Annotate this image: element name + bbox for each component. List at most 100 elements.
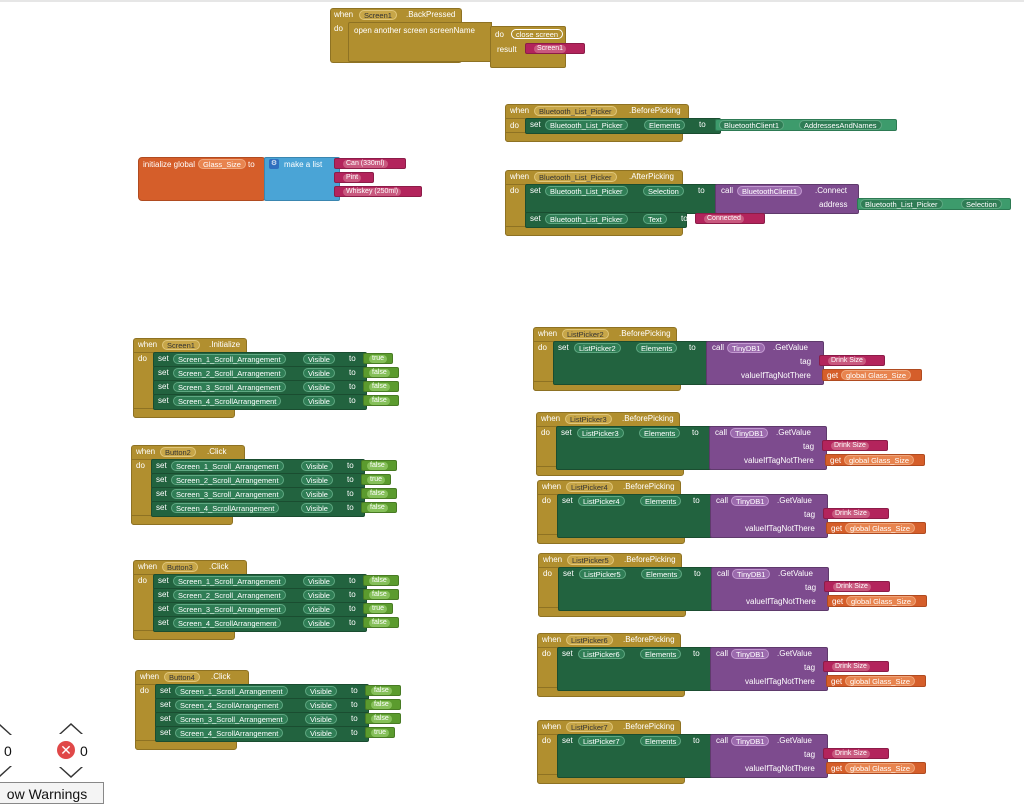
boolean-value[interactable]: true [371, 729, 390, 737]
string-block[interactable]: Drink Size [824, 581, 890, 592]
boolean-block[interactable]: false [365, 685, 401, 696]
block-initialize-global[interactable]: initialize global Glass_Size to ⚙ make a… [138, 157, 428, 201]
target-dropdown[interactable]: ListPicker5 [579, 569, 626, 579]
db-dropdown[interactable]: TinyDB1 [731, 496, 770, 506]
error-next-arrow-icon[interactable] [59, 767, 83, 778]
property-dropdown[interactable]: Visible [303, 396, 335, 406]
property-dropdown[interactable]: Visible [305, 728, 337, 738]
boolean-value[interactable]: false [369, 397, 390, 405]
boolean-value[interactable]: true [369, 605, 388, 613]
boolean-value[interactable]: false [369, 383, 390, 391]
boolean-value[interactable]: false [369, 369, 390, 377]
target-dropdown[interactable]: Screen_4_ScrollArrangement [171, 503, 280, 513]
show-warnings-button[interactable]: ow Warnings [0, 782, 104, 804]
string-value[interactable]: Drink Size [828, 357, 866, 365]
boolean-value[interactable]: false [369, 619, 390, 627]
open-another-screen-block[interactable] [348, 22, 492, 62]
list-item-string[interactable]: Can (330ml) [334, 158, 406, 169]
target-dropdown[interactable]: Screen_2_Scroll_Arrangement [173, 368, 286, 378]
boolean-value[interactable]: false [369, 591, 390, 599]
component-dropdown[interactable]: Screen1 [162, 340, 200, 350]
target-dropdown[interactable]: ListPicker6 [578, 649, 625, 659]
call-getvalue-block[interactable] [710, 494, 828, 538]
call-getvalue-block[interactable] [710, 647, 828, 691]
boolean-block[interactable]: false [365, 699, 401, 710]
boolean-block[interactable]: true [363, 353, 393, 364]
address-prop-dropdown[interactable]: Selection [961, 199, 1002, 209]
source-dropdown[interactable]: BluetoothClient1 [719, 120, 785, 130]
variable-dropdown[interactable]: global Glass_Size [841, 370, 912, 380]
address-component-dropdown[interactable]: Bluetooth_List_Picker [860, 199, 943, 209]
target-dropdown[interactable]: Screen_4_ScrollArrangement [173, 396, 282, 406]
property-dropdown[interactable]: Visible [301, 475, 333, 485]
target-dropdown[interactable]: Screen_4_ScrollArrangement [175, 700, 284, 710]
call-getvalue-block[interactable] [709, 426, 827, 470]
warning-prev-arrow-icon[interactable] [0, 724, 12, 735]
target-dropdown[interactable]: Screen_3_Scroll_Arrangement [173, 382, 286, 392]
boolean-value[interactable]: false [367, 504, 388, 512]
boolean-block[interactable]: true [365, 727, 395, 738]
property-dropdown[interactable]: Elements [639, 428, 681, 438]
db-dropdown[interactable]: TinyDB1 [731, 649, 770, 659]
list-item-value[interactable]: Pint [343, 174, 362, 182]
boolean-value[interactable]: false [367, 490, 388, 498]
string-value[interactable]: Drink Size [833, 583, 871, 591]
call-getvalue-block[interactable] [710, 734, 828, 778]
target-dropdown[interactable]: Screen_1_Scroll_Arrangement [173, 576, 286, 586]
target-dropdown[interactable]: Screen_3_Scroll_Arrangement [171, 489, 284, 499]
list-item-value[interactable]: Whiskey (250ml) [343, 188, 402, 196]
target-dropdown[interactable]: Screen_2_Scroll_Arrangement [173, 590, 286, 600]
string-value[interactable]: Screen1 [534, 45, 567, 53]
target-dropdown[interactable]: Screen_1_Scroll_Arrangement [175, 686, 288, 696]
property-dropdown[interactable]: Elements [641, 569, 683, 579]
warning-next-arrow-icon[interactable] [0, 766, 12, 777]
boolean-block[interactable]: false [363, 381, 399, 392]
db-dropdown[interactable]: TinyDB1 [731, 736, 770, 746]
boolean-value[interactable]: false [371, 701, 392, 709]
string-block[interactable]: Drink Size [823, 661, 889, 672]
property-dropdown[interactable]: Visible [301, 461, 333, 471]
error-prev-arrow-icon[interactable] [59, 723, 83, 734]
variable-dropdown[interactable]: global Glass_Size [845, 676, 916, 686]
boolean-value[interactable]: true [369, 355, 388, 363]
target-dropdown[interactable]: Screen_3_Scroll_Arrangement [173, 604, 286, 614]
target-dropdown[interactable]: ListPicker4 [578, 496, 625, 506]
boolean-block[interactable]: false [363, 367, 399, 378]
component-dropdown[interactable]: Bluetooth_List_Picker [534, 106, 617, 116]
call-getvalue-block[interactable] [706, 341, 824, 385]
property-dropdown[interactable]: Visible [301, 503, 333, 513]
target-dropdown[interactable]: Screen_1_Scroll_Arrangement [173, 354, 286, 364]
target-dropdown[interactable]: Bluetooth_List_Picker [545, 120, 628, 130]
target-dropdown[interactable]: Screen_3_Scroll_Arrangement [175, 714, 288, 724]
list-item-string[interactable]: Whiskey (250ml) [334, 186, 422, 197]
boolean-block[interactable]: false [361, 488, 397, 499]
db-dropdown[interactable]: TinyDB1 [732, 569, 771, 579]
block-bt-beforepicking[interactable]: when Bluetooth_List_Picker .BeforePickin… [505, 104, 900, 142]
component-dropdown[interactable]: ListPicker2 [562, 329, 609, 339]
boolean-block[interactable]: false [365, 713, 401, 724]
component-dropdown[interactable]: ListPicker7 [566, 722, 613, 732]
boolean-value[interactable]: false [367, 462, 388, 470]
string-value[interactable]: Drink Size [832, 663, 870, 671]
boolean-value[interactable]: false [371, 687, 392, 695]
target-dropdown[interactable]: Bluetooth_List_Picker [545, 186, 628, 196]
target-dropdown[interactable]: Screen_2_Scroll_Arrangement [171, 475, 284, 485]
string-value[interactable]: Drink Size [832, 750, 870, 758]
component-dropdown[interactable]: ListPicker4 [566, 482, 613, 492]
target-dropdown[interactable]: ListPicker3 [577, 428, 624, 438]
property-dropdown[interactable]: Visible [305, 714, 337, 724]
property-dropdown[interactable]: Selection [643, 186, 684, 196]
boolean-value[interactable]: false [371, 715, 392, 723]
string-value[interactable]: Drink Size [831, 442, 869, 450]
property-dropdown[interactable]: Visible [305, 700, 337, 710]
target-dropdown[interactable]: Bluetooth_List_Picker [545, 214, 628, 224]
variable-dropdown[interactable]: global Glass_Size [845, 763, 916, 773]
component-dropdown[interactable]: Button4 [164, 672, 200, 682]
